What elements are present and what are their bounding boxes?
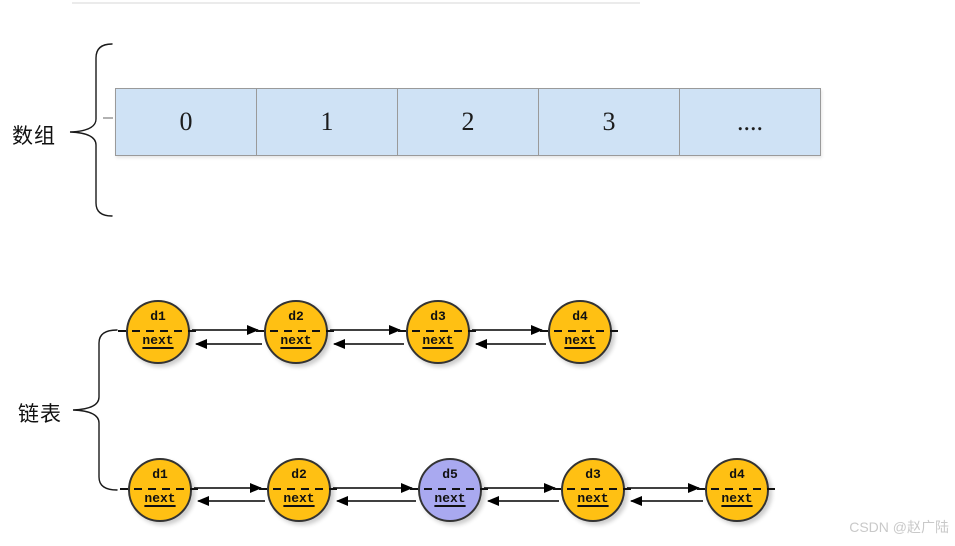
array-boxes: 0 1 2 3 .... — [115, 88, 821, 156]
node-next-pointer: next — [721, 491, 753, 506]
node-next-pointer: next — [422, 333, 454, 348]
node-id: d1 — [150, 309, 166, 324]
node-next-pointer: next — [577, 491, 609, 506]
list-node-row1-d4: d4 next — [540, 300, 624, 364]
node-divider-dashed-line — [553, 488, 637, 490]
node-id: d2 — [288, 309, 304, 324]
array-cell-0: 0 — [179, 107, 193, 136]
node-id: d2 — [291, 467, 307, 482]
node-id: d4 — [572, 309, 588, 324]
node-divider-dashed-line — [398, 330, 482, 332]
node-id: d1 — [152, 467, 168, 482]
linked-list-section-label: 链表 — [18, 403, 62, 426]
list-node-row2-d4: d4 next — [697, 458, 781, 522]
csdn-watermark: CSDN @赵广陆 — [849, 519, 949, 535]
node-divider-dashed-line — [410, 488, 494, 490]
list-node-row2-d3: d3 next — [553, 458, 637, 522]
array-cell-ellipsis: .... — [679, 89, 820, 155]
node-divider-dashed-line — [118, 330, 202, 332]
node-next-pointer: next — [434, 491, 466, 506]
list-node-row1-d2: d2 next — [256, 300, 340, 364]
node-next-pointer: next — [280, 333, 312, 348]
node-id: d3 — [585, 467, 601, 482]
list-node-row1-d3: d3 next — [398, 300, 482, 364]
node-next-pointer: next — [564, 333, 596, 348]
node-next-pointer: next — [283, 491, 315, 506]
list-node-row2-d2: d2 next — [259, 458, 343, 522]
node-id: d5 — [442, 467, 458, 482]
node-id: d3 — [430, 309, 446, 324]
array-cell-3: 3 — [538, 89, 679, 155]
list-node-row2-d1: d1 next — [120, 458, 204, 522]
node-divider-dashed-line — [256, 330, 340, 332]
list-node-row1-d1: d1 next — [118, 300, 202, 364]
array-section-label: 数组 — [12, 125, 56, 148]
node-divider-dashed-line — [120, 488, 204, 490]
node-next-pointer: next — [144, 491, 176, 506]
node-next-pointer: next — [142, 333, 174, 348]
list-curly-brace — [72, 329, 118, 491]
node-divider-dashed-line — [540, 330, 624, 332]
row1-arrows — [192, 325, 546, 349]
node-divider-dashed-line — [259, 488, 343, 490]
node-id: d4 — [729, 467, 745, 482]
array-cell-1: 1 — [256, 89, 397, 155]
array-cell-2: 2 — [397, 89, 538, 155]
array-curly-brace — [69, 43, 113, 217]
node-divider-dashed-line — [697, 488, 781, 490]
list-node-row2-d5-inserted: d5 next — [410, 458, 494, 522]
